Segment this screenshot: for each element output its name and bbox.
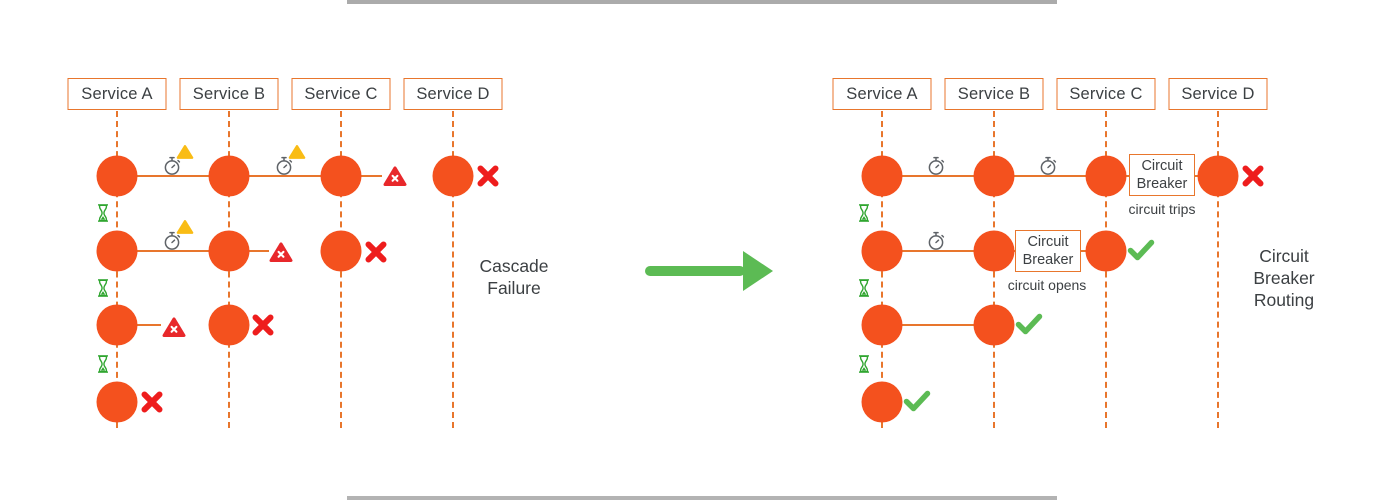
call-edge	[137, 324, 161, 326]
service-header: Service D	[1168, 78, 1268, 110]
call-edge	[137, 175, 209, 177]
call-edge	[361, 175, 382, 177]
stopwatch-icon	[928, 231, 945, 250]
request-node	[208, 155, 250, 197]
request-node	[1085, 155, 1127, 197]
service-label: Service B	[957, 84, 1031, 103]
request-node	[208, 304, 250, 346]
panel-caption: Cascade Failure	[479, 256, 549, 298]
service-label: Service A	[81, 84, 153, 103]
call-edge	[902, 175, 974, 177]
circuit-breaker-box: Circuit Breaker	[1129, 154, 1195, 196]
service-label: Service D	[416, 84, 490, 103]
top-frame-line	[347, 0, 1057, 4]
request-node	[1197, 155, 1239, 197]
hourglass-icon	[98, 355, 108, 373]
service-header: Service C	[1056, 78, 1156, 110]
request-node	[973, 230, 1015, 272]
stopwatch-icon	[1040, 156, 1057, 175]
call-edge	[1014, 175, 1086, 177]
stopwatch-icon	[928, 156, 945, 175]
call-edge	[1191, 175, 1199, 177]
request-node	[861, 304, 903, 346]
hourglass-icon	[98, 204, 108, 222]
request-node	[96, 230, 138, 272]
hourglass-icon	[98, 279, 108, 297]
request-node	[320, 230, 362, 272]
request-node	[320, 155, 362, 197]
request-node	[973, 304, 1015, 346]
service-label: Service A	[846, 84, 918, 103]
request-node	[861, 155, 903, 197]
stopwatch-icon	[164, 231, 181, 250]
flow-arrow-icon	[645, 251, 773, 291]
call-edge	[1077, 250, 1087, 252]
request-node	[861, 230, 903, 272]
request-node	[96, 304, 138, 346]
fail-x-icon	[1242, 165, 1264, 187]
service-label: Service C	[304, 84, 378, 103]
circuit-breaker-note: circuit trips	[1128, 201, 1196, 217]
request-node	[1085, 230, 1127, 272]
warning-triangle-icon	[288, 145, 306, 159]
service-header: Service B	[179, 78, 279, 110]
warning-triangle-icon	[176, 220, 194, 234]
check-icon	[1127, 239, 1155, 261]
error-triangle-icon	[269, 242, 293, 262]
service-label: Service C	[1069, 84, 1143, 103]
panel-caption: Circuit Breaker Routing	[1253, 246, 1315, 310]
request-node	[432, 155, 474, 197]
fail-x-icon	[141, 391, 163, 413]
check-icon	[903, 390, 931, 412]
fail-x-icon	[365, 241, 387, 263]
request-node	[861, 381, 903, 423]
fail-x-icon	[252, 314, 274, 336]
service-lifeline	[452, 111, 454, 428]
call-edge	[249, 175, 321, 177]
service-label: Service D	[1181, 84, 1255, 103]
circuit-breaker-note: circuit opens	[1007, 277, 1087, 293]
hourglass-icon	[859, 355, 869, 373]
stopwatch-icon	[164, 156, 181, 175]
request-node	[96, 155, 138, 197]
bottom-frame-line	[347, 496, 1057, 500]
request-node	[973, 155, 1015, 197]
request-node	[208, 230, 250, 272]
circuit-breaker-box: Circuit Breaker	[1015, 230, 1081, 272]
service-header: Service A	[67, 78, 167, 110]
service-label: Service B	[192, 84, 266, 103]
error-triangle-icon	[162, 317, 186, 337]
error-triangle-icon	[383, 166, 407, 186]
service-header: Service A	[832, 78, 932, 110]
request-node	[96, 381, 138, 423]
stopwatch-icon	[276, 156, 293, 175]
call-edge	[249, 250, 269, 252]
hourglass-icon	[859, 204, 869, 222]
warning-triangle-icon	[176, 145, 194, 159]
call-edge	[137, 250, 209, 252]
check-icon	[1015, 313, 1043, 335]
call-edge	[902, 324, 974, 326]
call-edge	[902, 250, 974, 252]
fail-x-icon	[477, 165, 499, 187]
hourglass-icon	[859, 279, 869, 297]
service-header: Service B	[944, 78, 1044, 110]
service-header: Service D	[403, 78, 503, 110]
service-header: Service C	[291, 78, 391, 110]
service-lifeline	[1217, 111, 1219, 428]
